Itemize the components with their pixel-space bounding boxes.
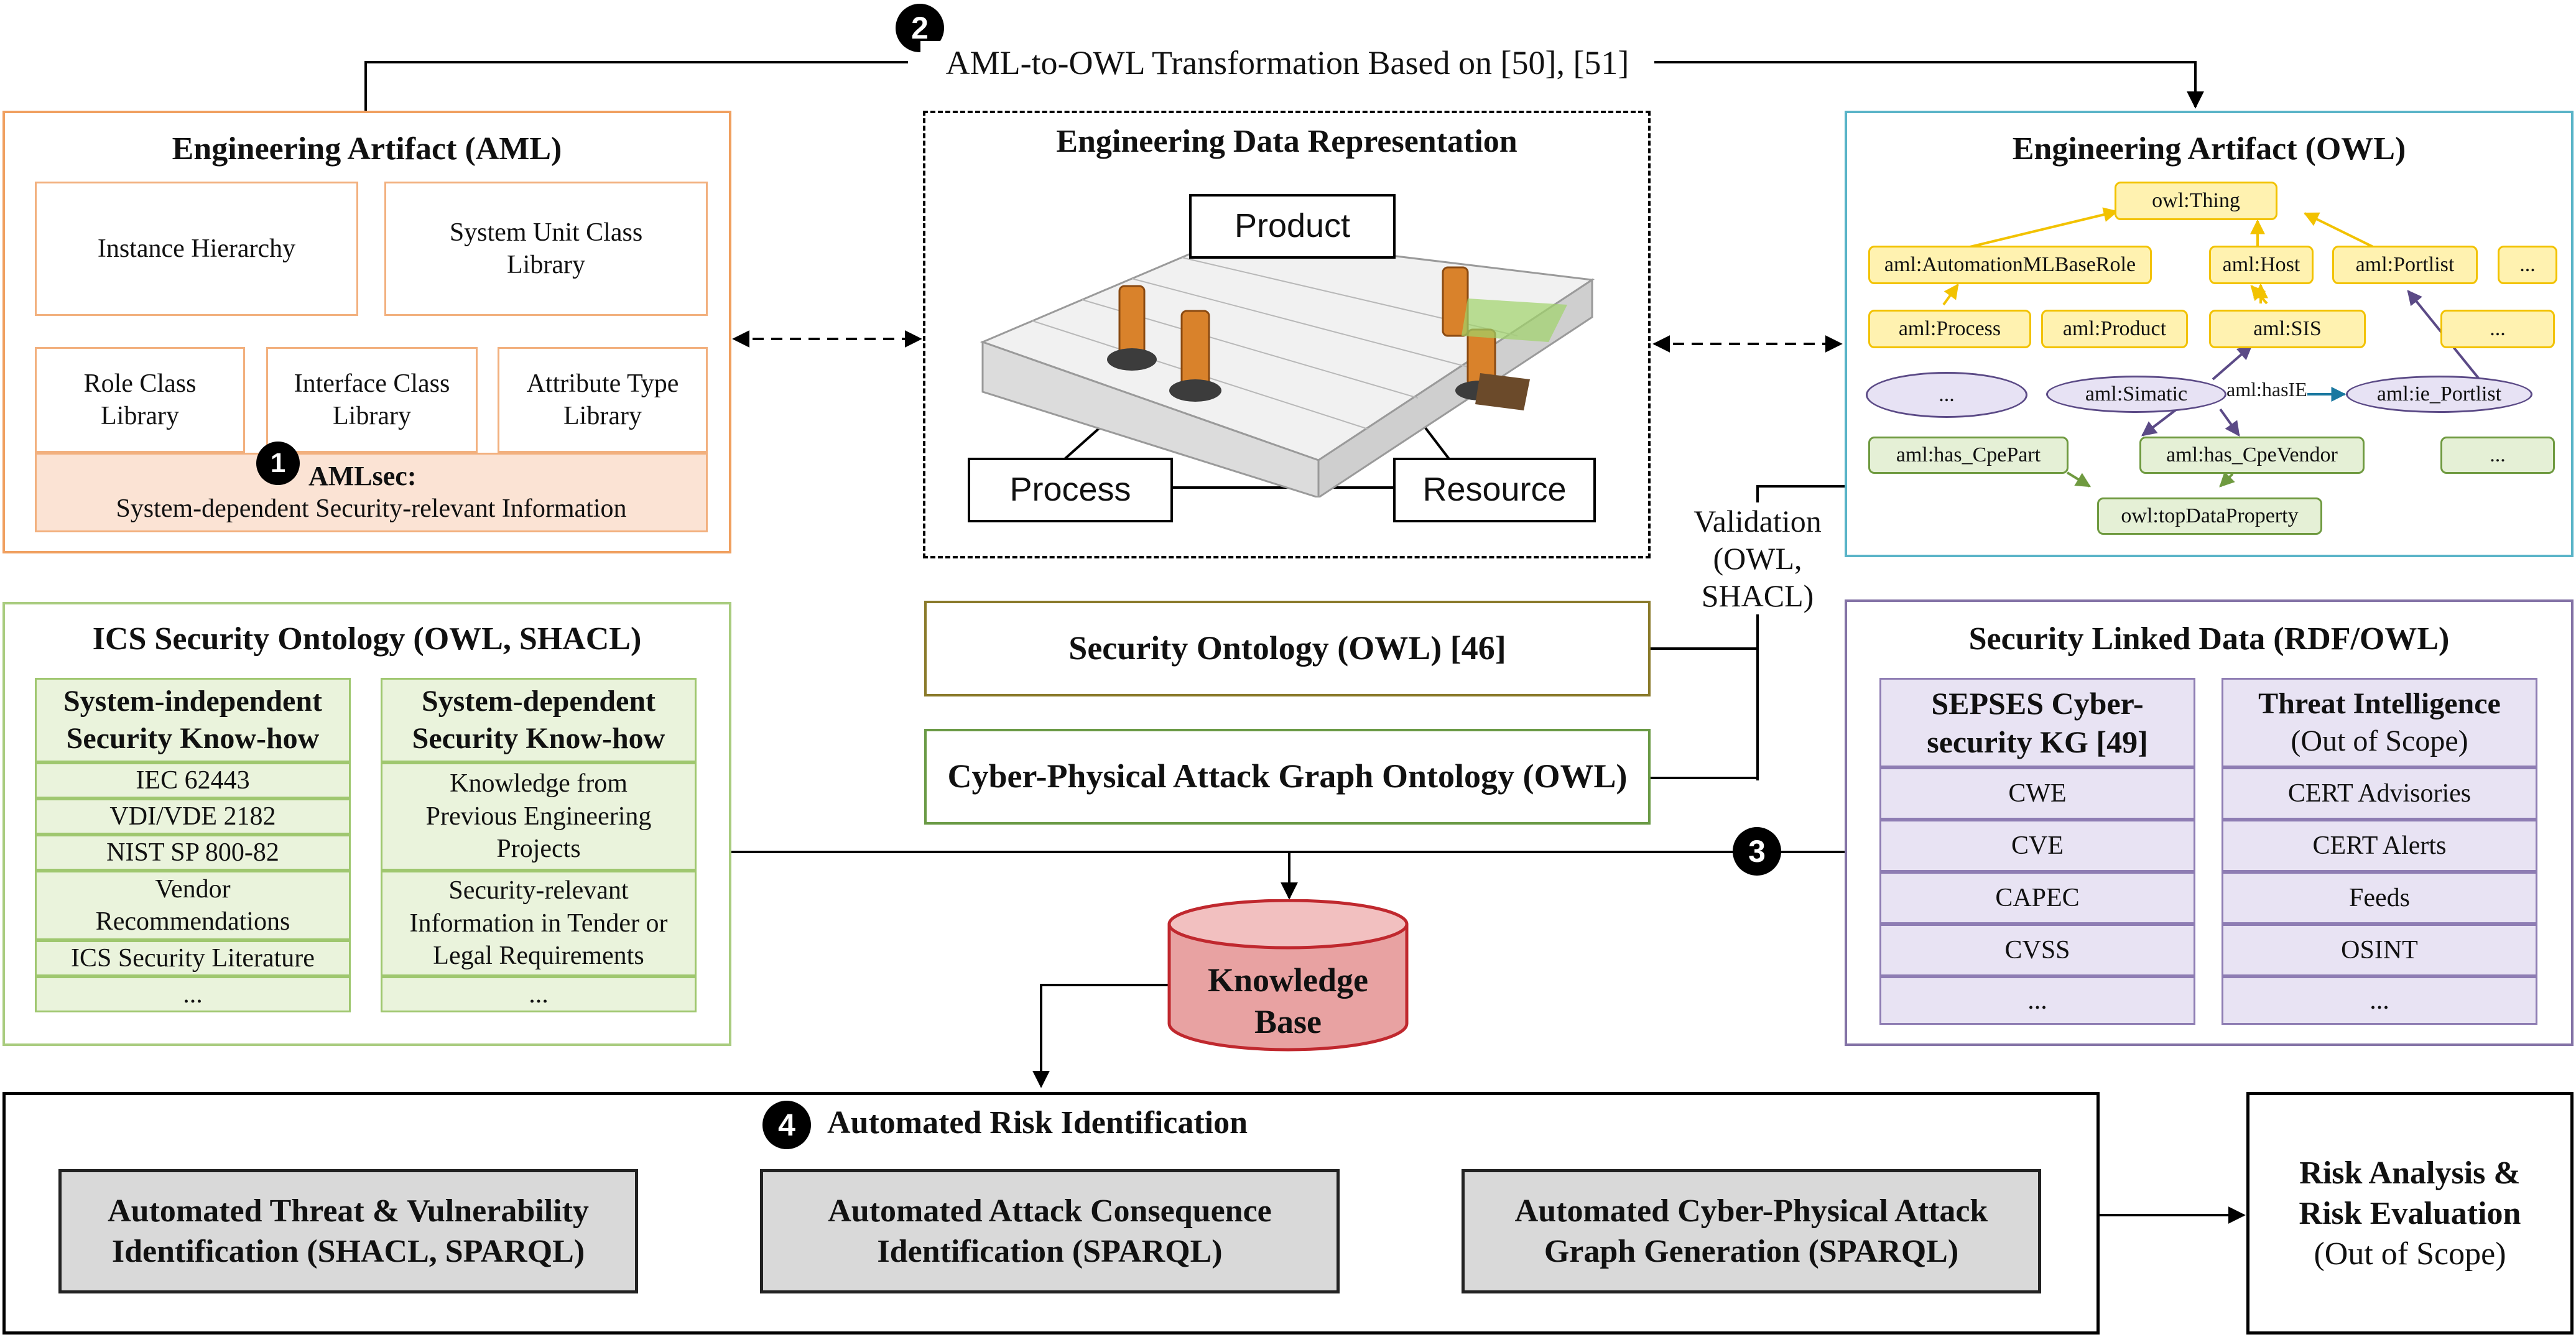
list-item: CAPEC (1879, 872, 2195, 924)
risk-identification-title: Automated Risk Identification (827, 1105, 1248, 1140)
owl-placeholder-1: ... (2498, 246, 2557, 284)
aml-ie-portlist: aml:ie_Portlist (2346, 376, 2532, 413)
linked-data-panel (1845, 599, 2574, 1046)
risk-analysis-box: Risk Analysis & Risk Evaluation (Out of … (2246, 1092, 2574, 1335)
list-item: CERT Alerts (2222, 820, 2537, 872)
aml-host: aml:Host (2209, 246, 2314, 284)
instance-hierarchy: Instance Hierarchy (35, 182, 358, 316)
step-three-marker: 3 (1733, 827, 1781, 876)
knowledge-base-cylinder (1167, 899, 1409, 1052)
ics-ontology-title: ICS Security Ontology (OWL, SHACL) (92, 621, 642, 657)
amlsec-title: AMLsec: (308, 461, 417, 491)
step-one-marker: 1 (256, 442, 300, 485)
ics-ontology-panel (2, 602, 731, 1046)
attack-consequence-identification: Automated Attack Consequence Identificat… (760, 1169, 1340, 1293)
step-two-marker: 2 (896, 4, 944, 52)
resource-node: Resource (1393, 458, 1596, 522)
automationml-base-role: aml:AutomationMLBaseRole (1868, 246, 2152, 284)
threat-header: Threat Intelligence (2258, 687, 2501, 720)
list-item: ... (2222, 976, 2537, 1025)
owl-thing: owl:Thing (2115, 182, 2277, 220)
aml-process: aml:Process (1868, 310, 2031, 348)
security-ontology-box: Security Ontology (OWL) [46] (924, 601, 1651, 696)
aml-portlist: aml:Portlist (2332, 246, 2478, 284)
engineering-data-panel (923, 111, 1651, 558)
sepses-column: SEPSES Cyber-security KG [49] CWE CVE CA… (1879, 678, 2195, 1025)
threat-header-cell: Threat Intelligence (Out of Scope) (2222, 678, 2537, 767)
attack-graph-ontology-box: Cyber-Physical Attack Graph Ontology (OW… (924, 729, 1651, 825)
risk-identification-panel (2, 1092, 2100, 1335)
aml-has-cpe-vendor: aml:has_CpeVendor (2139, 437, 2365, 474)
validation-label: Validation (OWL, SHACL) (1672, 502, 1843, 614)
owl-placeholder-4: ... (2440, 437, 2555, 474)
risk-analysis-sub: (Out of Scope) (2314, 1236, 2506, 1272)
aml-artifact-panel (2, 111, 731, 553)
system-unit-class-library: System Unit Class Library (384, 182, 708, 316)
list-item: ICS Security Literature (35, 940, 351, 976)
transformation-line (364, 61, 908, 111)
aml-artifact-title: Engineering Artifact (AML) (172, 131, 562, 167)
list-item: Vendor Recommendations (35, 871, 351, 940)
process-node: Process (968, 458, 1173, 522)
threat-column: Threat Intelligence (Out of Scope) CERT … (2222, 678, 2537, 1025)
owl-placeholder-2: ... (2440, 310, 2555, 348)
threat-vulnerability-identification: Automated Threat & Vulnerability Identif… (58, 1169, 638, 1293)
threat-subheader: (Out of Scope) (2291, 724, 2468, 757)
list-item: OSINT (2222, 924, 2537, 976)
step-four-marker: 4 (762, 1101, 811, 1149)
list-item: CWE (1879, 767, 2195, 820)
list-item: CVSS (1879, 924, 2195, 976)
list-item: Security-relevant Information in Tender … (381, 871, 697, 976)
list-item: Feeds (2222, 872, 2537, 924)
amlsec-box (35, 453, 708, 532)
kb-to-risk-arrow (1032, 984, 1168, 1088)
attribute-type-library: Attribute Type Library (498, 347, 708, 453)
aml-has-ie-label: aml:hasIE (2226, 378, 2307, 401)
independent-column: System-independent Security Know-how IEC… (35, 678, 351, 1012)
role-class-library: Role Class Library (35, 347, 245, 453)
owl-top-data-property: owl:topDataProperty (2097, 497, 2322, 535)
sepses-header: SEPSES Cyber-security KG [49] (1879, 678, 2195, 767)
owl-artifact-title: Engineering Artifact (OWL) (2012, 131, 2406, 167)
knowledge-base-label: Knowledge Base (1207, 961, 1368, 1041)
validation-line (1756, 485, 1845, 780)
dependent-header: System-dependent Security Know-how (381, 678, 697, 762)
aml-simatic: aml:Simatic (2046, 376, 2226, 413)
aml-product: aml:Product (2041, 310, 2188, 348)
factory-illustration (980, 235, 1595, 497)
list-item: ... (35, 976, 351, 1012)
owl-placeholder-3: ... (1866, 372, 2027, 418)
attack-graph-generation: Automated Cyber-Physical Attack Graph Ge… (1462, 1169, 2041, 1293)
aml-sis: aml:SIS (2209, 310, 2366, 348)
list-item: CERT Advisories (2222, 767, 2537, 820)
engineering-data-title: Engineering Data Representation (1056, 124, 1517, 159)
transformation-label: AML-to-OWL Transformation Based on [50],… (920, 41, 1654, 85)
interface-class-library: Interface Class Library (266, 347, 478, 453)
list-item: Knowledge from Previous Engineering Proj… (381, 762, 697, 871)
list-item: VDI/VDE 2182 (35, 798, 351, 835)
transformation-arrow (1654, 61, 2204, 109)
risk-analysis-title: Risk Analysis & Risk Evaluation (2299, 1155, 2521, 1231)
list-item: ... (381, 976, 697, 1012)
owl-artifact-panel (1845, 111, 2574, 557)
linked-data-title: Security Linked Data (RDF/OWL) (1968, 621, 2450, 657)
list-item: CVE (1879, 820, 2195, 872)
list-item: ... (1879, 976, 2195, 1025)
list-item: NIST SP 800-82 (35, 835, 351, 871)
aml-has-cpe-part: aml:has_CpePart (1868, 437, 2069, 474)
product-node: Product (1189, 194, 1396, 259)
amlsec-subtitle: System-dependent Security-relevant Infor… (116, 494, 627, 523)
list-item: IEC 62443 (35, 762, 351, 798)
dependent-column: System-dependent Security Know-how Knowl… (381, 678, 697, 1012)
independent-header: System-independent Security Know-how (35, 678, 351, 762)
